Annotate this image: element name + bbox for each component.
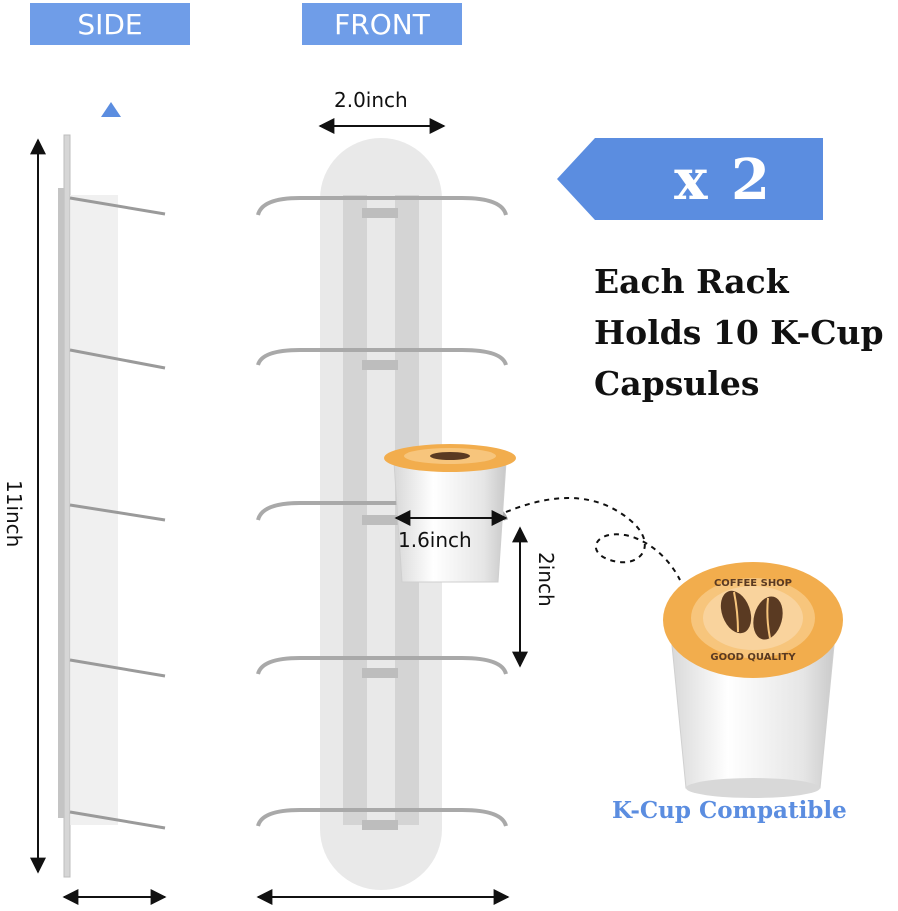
held-k-cup	[384, 444, 516, 583]
dashed-connector	[505, 497, 681, 581]
compatibility-label: K-Cup Compatible	[612, 797, 847, 824]
front-view-label: FRONT	[302, 3, 462, 45]
side-view-rack	[58, 134, 166, 878]
headline-line-3: Capsules	[594, 364, 760, 403]
height-label: 11inch	[2, 480, 26, 548]
headline-line-1: Each Rack	[594, 262, 789, 301]
front-width-label: 2.0inch	[334, 88, 408, 112]
headline: Each Rack Holds 10 K-Cup Capsules	[594, 256, 894, 409]
lid-bottom-text: GOOD QUALITY	[710, 652, 796, 663]
quantity-banner	[557, 138, 823, 220]
spacing-label: 2inch	[534, 552, 558, 607]
lid-top-text: COFFEE SHOP	[714, 578, 792, 589]
up-arrow-icon	[101, 102, 121, 117]
side-view-label: SIDE	[30, 3, 190, 45]
quantity-text: x 2	[674, 147, 772, 213]
cup-width-label: 1.6inch	[398, 528, 472, 552]
large-k-cup: COFFEE SHOP GOOD QUALITY	[663, 562, 843, 798]
headline-line-2: Holds 10 K-Cup	[594, 313, 884, 352]
